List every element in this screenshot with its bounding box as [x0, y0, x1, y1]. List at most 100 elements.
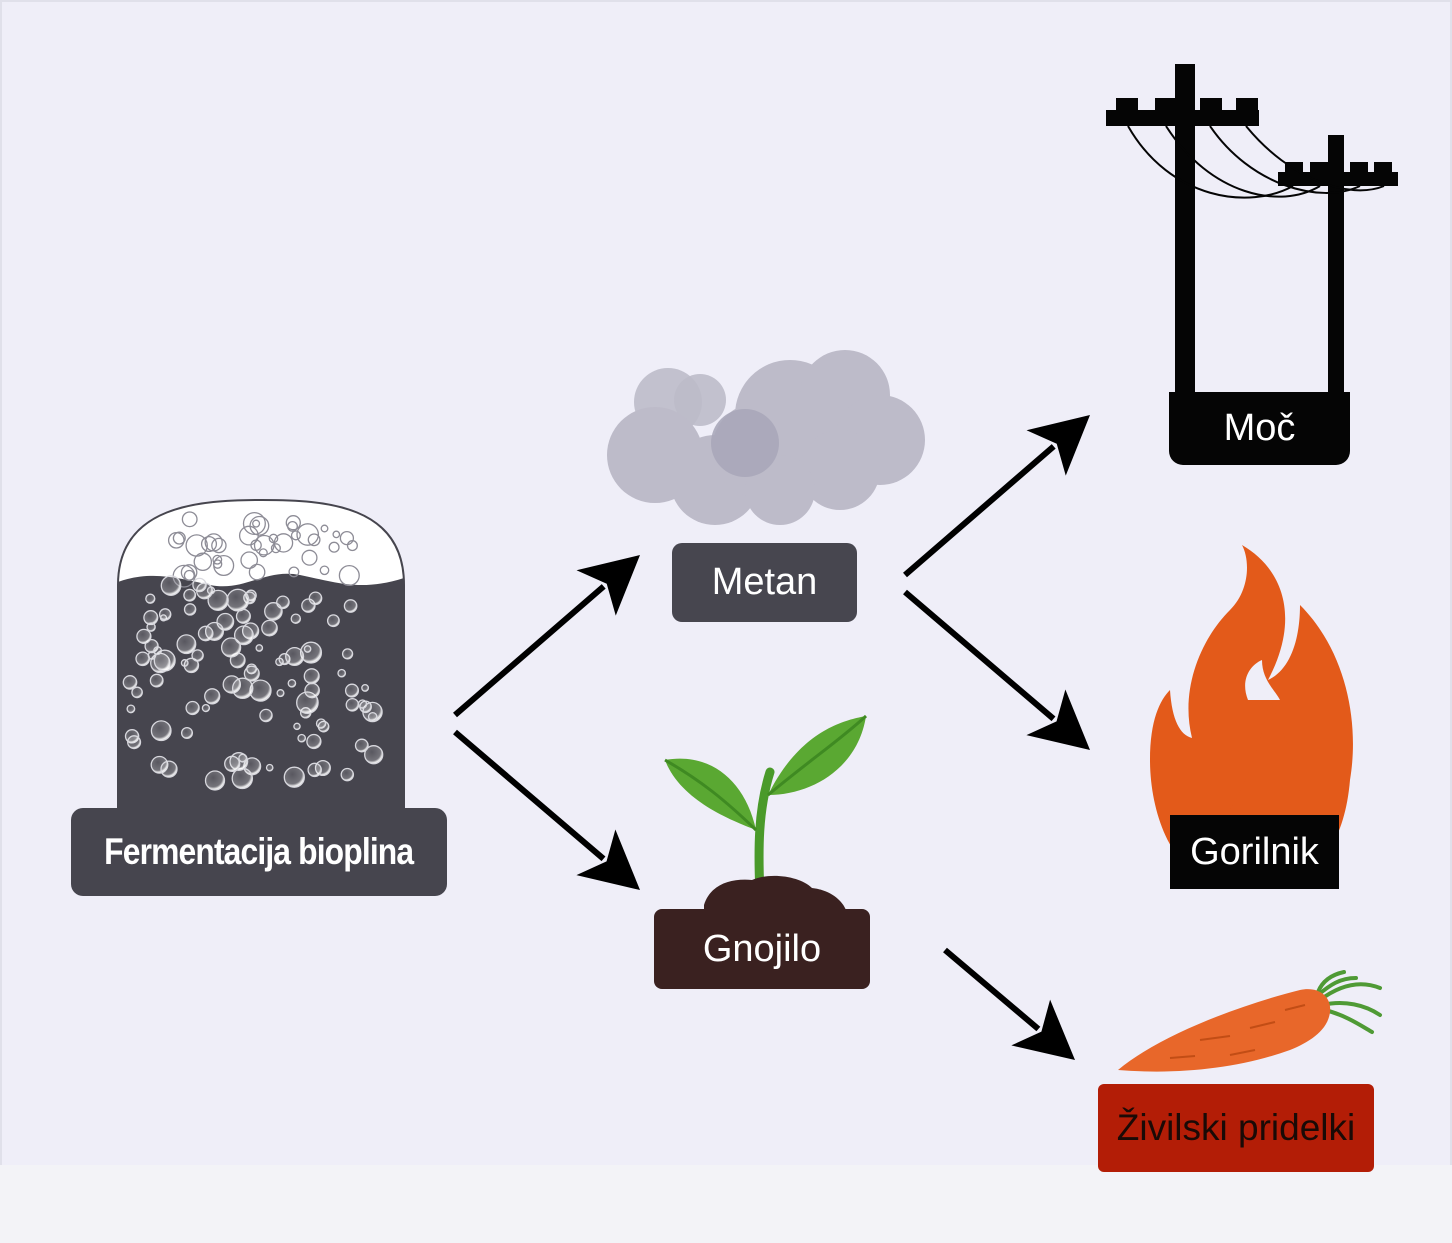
arrowhead-fermentation-to-fertilizer [576, 829, 640, 890]
bubble [270, 543, 281, 554]
bubble [204, 688, 221, 705]
bubble [285, 646, 305, 667]
fermentation-tank-icon [117, 498, 405, 811]
arrow-methane-to-burner [903, 589, 1056, 722]
bubble [249, 515, 270, 536]
bubble [341, 648, 354, 660]
bubble [307, 762, 322, 778]
arrowhead-methane-to-power [1026, 415, 1090, 476]
bubble [285, 515, 301, 531]
bubble [296, 523, 320, 546]
bubble [304, 682, 320, 699]
bubble [303, 668, 320, 685]
bubble [287, 678, 297, 688]
arrow-methane-to-power [903, 444, 1056, 578]
bubble [122, 675, 138, 690]
bubble [337, 668, 347, 678]
methane-label: Metan [672, 543, 857, 622]
bubble [180, 726, 194, 740]
bubble [326, 614, 340, 628]
bubble [191, 649, 204, 662]
bubble [204, 533, 223, 552]
bubble [213, 554, 235, 577]
bubble [149, 673, 164, 688]
bubble [226, 588, 250, 612]
arrows-group [453, 415, 1090, 1060]
sprout-icon [664, 714, 868, 910]
bubble [258, 548, 268, 558]
bubble [235, 608, 251, 624]
bubble [135, 651, 151, 667]
bubble [136, 628, 152, 645]
power-line-icon [1106, 64, 1398, 394]
bubble [193, 552, 213, 572]
burner-label: Gorilnik [1170, 815, 1339, 889]
bubble [259, 708, 273, 723]
bubble [243, 665, 260, 682]
bubble [307, 533, 321, 547]
bubble [183, 588, 197, 602]
bubble [253, 534, 275, 556]
bubble [197, 625, 214, 642]
bubble [192, 577, 207, 593]
bubble [287, 520, 298, 532]
bubble [206, 586, 216, 595]
bubble [146, 622, 156, 632]
gas-cloud-icon [607, 350, 925, 525]
bubble [160, 575, 182, 596]
bubble [320, 524, 329, 533]
bubble [306, 733, 322, 750]
bubble [158, 608, 172, 621]
bubble [183, 603, 197, 616]
bubble [301, 549, 318, 566]
bubble [261, 619, 278, 637]
fermentation-label: Fermentacija bioplina [71, 808, 447, 896]
bubble [276, 689, 285, 698]
bubble [308, 591, 323, 606]
bubble [183, 569, 195, 581]
bubble [204, 770, 226, 791]
bubble [303, 645, 312, 653]
bubble [201, 703, 211, 713]
bubble [367, 711, 378, 722]
bubble [224, 755, 241, 772]
bubble [297, 733, 307, 743]
bubble [315, 718, 327, 729]
bubble [172, 531, 186, 545]
bubble [264, 602, 283, 621]
bubble [265, 763, 274, 772]
bubble [233, 625, 254, 646]
bubble [364, 745, 384, 765]
bubble [153, 649, 176, 672]
bubble [290, 613, 302, 624]
bubble [238, 753, 248, 763]
bubble [153, 646, 163, 656]
bubble [339, 530, 355, 546]
bubbles-group [122, 511, 384, 791]
bubble [345, 697, 360, 712]
bubble [147, 651, 157, 660]
bubble [185, 700, 200, 716]
bubble [131, 686, 143, 699]
bubble [332, 530, 341, 539]
bubble [240, 551, 259, 570]
bubble [127, 735, 142, 750]
bubble [200, 535, 218, 553]
bubble [354, 738, 369, 753]
bubble [255, 644, 264, 652]
power-label: Moč [1169, 392, 1350, 465]
bubble [293, 722, 301, 731]
arrowhead-methane-to-burner [1026, 689, 1090, 750]
bubble [212, 554, 223, 565]
bubble [340, 767, 355, 782]
bubble [211, 537, 227, 554]
bubble [344, 683, 360, 698]
bubble [248, 563, 266, 581]
arrowhead-fertilizer-to-crops [1011, 999, 1075, 1060]
bottom-band [0, 1165, 1452, 1243]
bubble [145, 593, 156, 604]
crops-label: Živilski pridelki [1098, 1084, 1374, 1172]
arrowhead-fermentation-to-methane [576, 555, 640, 616]
bubble [273, 533, 294, 553]
